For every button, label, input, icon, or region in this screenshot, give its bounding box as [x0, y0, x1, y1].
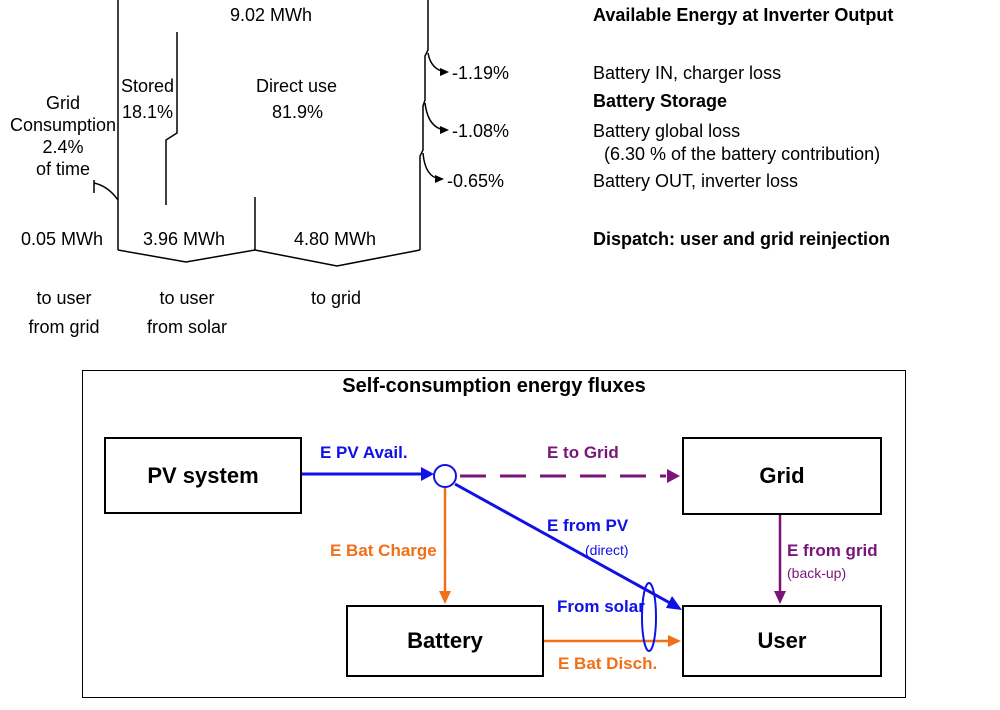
value-to-grid: 4.80 MWh: [294, 229, 377, 249]
label-bat-charge: E Bat Charge: [330, 541, 437, 560]
label-from-solar: From solar: [557, 597, 645, 616]
energy-fluxes-frame: [82, 370, 906, 698]
arrow-to-grid-head: [667, 469, 680, 483]
stored-percent: 18.1%: [122, 102, 174, 122]
legend-battery-out: Battery OUT, inverter loss: [593, 171, 799, 191]
dest-user-from-solar: to user from solar: [146, 288, 227, 337]
junction-node: [433, 464, 457, 488]
legend-battery-storage: Battery Storage: [593, 91, 728, 111]
value-solar-to-user: 3.96 MWh: [143, 229, 226, 249]
legend-available-energy: Available Energy at Inverter Output: [593, 5, 894, 25]
loss-charger: -1.19%: [452, 63, 510, 83]
legend-global-loss-note: (6.30 % of the battery contribution): [604, 144, 881, 164]
bracket-grid: [254, 249, 421, 267]
label-to-grid: E to Grid: [547, 443, 619, 462]
battery-box: Battery: [346, 605, 544, 677]
label-bat-disch: E Bat Disch.: [558, 654, 658, 673]
grid-consumption-arrow: [93, 182, 119, 201]
dest-to-grid: to grid: [310, 288, 362, 308]
loss-arrow-head-2: [440, 126, 449, 134]
arrow-pv-available-head: [421, 467, 434, 481]
pv-system-box: PV system: [104, 437, 302, 514]
arrow-from-grid-head: [774, 591, 786, 604]
arrow-from-pv-direct-head: [666, 596, 682, 610]
label-pv-available: E PV Avail.: [320, 443, 408, 462]
stored-label: Stored: [121, 76, 175, 96]
dest-user-from-grid: to user from grid: [28, 288, 100, 337]
value-grid-to-user: 0.05 MWh: [21, 229, 104, 249]
stored-direct-divider: [165, 32, 178, 205]
loss-arrow-head-3: [435, 175, 444, 183]
grid-consumption-label: Grid Consumption 2.4% of time: [9, 93, 117, 179]
legend-dispatch: Dispatch: user and grid reinjection: [593, 229, 891, 249]
fluxes-title: Self-consumption energy fluxes: [342, 375, 646, 397]
legend-battery-in: Battery IN, charger loss: [593, 63, 782, 83]
total-energy: 9.02 MWh: [230, 5, 313, 25]
bracket-solar: [117, 249, 256, 263]
right-boundary-line: [419, 0, 429, 250]
arrow-bat-charge-head: [439, 591, 451, 604]
legend-battery-global-loss: Battery global loss: [593, 121, 741, 141]
label-direct: (direct): [585, 542, 629, 558]
user-box: User: [682, 605, 882, 677]
loss-battery: -1.08%: [452, 121, 510, 141]
arrow-bat-disch-head: [668, 635, 681, 647]
label-from-grid: E from grid: [787, 541, 878, 560]
loss-arrow-head-1: [440, 68, 449, 76]
label-from-pv: E from PV: [547, 516, 629, 535]
from-solar-ellipse: [641, 582, 657, 652]
direct-use-label: Direct use: [256, 76, 338, 96]
arrow-from-pv-direct: [454, 482, 671, 605]
label-backup: (back-up): [787, 565, 847, 581]
grid-box: Grid: [682, 437, 882, 515]
loss-inverter: -0.65%: [447, 171, 505, 191]
direct-use-percent: 81.9%: [272, 102, 324, 122]
